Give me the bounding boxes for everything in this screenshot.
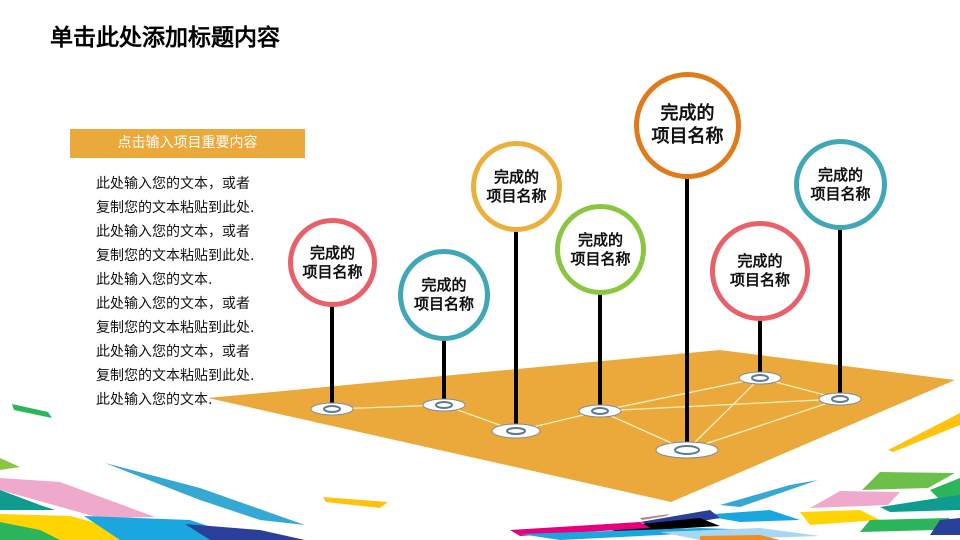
milestone-bubble-4[interactable]: 完成的 项目名称 [555,204,646,295]
milestone-bubble-3[interactable]: 完成的 项目名称 [471,141,562,232]
milestone-bubble-5[interactable]: 完成的 项目名称 [634,72,741,179]
milestone-bubble-7[interactable]: 完成的 项目名称 [794,139,887,230]
stem-bases [310,371,862,459]
decorative-stripes-right [510,413,960,540]
milestone-line2: 项目名称 [570,249,631,268]
milestone-line1: 完成的 [737,252,783,271]
milestone-line1: 完成的 [660,103,715,124]
body-text-block[interactable]: 此处输入您的文本，或者 复制您的文本粘贴到此处. 此处输入您的文本，或者 复制您… [96,172,296,412]
body-line: 此处输入您的文本，或者 [96,344,250,360]
page-title[interactable]: 单击此处添加标题内容 [50,25,280,51]
body-line: 复制您的文本粘贴到此处. [96,368,255,384]
milestone-line1: 完成的 [421,276,467,295]
milestone-line2: 项目名称 [302,262,363,281]
milestone-line2: 项目名称 [486,186,547,205]
body-line: 此处输入您的文本. [96,272,213,288]
stems [330,177,842,450]
platform [208,350,955,502]
milestone-line2: 项目名称 [810,184,871,203]
body-line: 此处输入您的文本. [96,392,213,408]
milestone-line2: 项目名称 [729,271,790,289]
milestone-bubble-6[interactable]: 完成的 项目名称 [710,221,810,321]
milestone-bubble-2[interactable]: 完成的 项目名称 [398,249,490,341]
body-line: 复制您的文本粘贴到此处. [96,200,255,216]
body-line: 复制您的文本粘贴到此处. [96,248,255,264]
decorative-stripes-left [0,404,388,540]
content-header-bar[interactable]: 点击输入项目重要内容 [70,129,305,158]
body-line: 此处输入您的文本，或者 [96,176,250,192]
milestone-line2: 项目名称 [413,295,474,313]
milestone-line1: 完成的 [493,167,539,186]
milestone-line2: 项目名称 [651,125,724,147]
body-line: 此处输入您的文本，或者 [96,224,250,240]
milestone-line1: 完成的 [817,165,863,184]
body-line: 复制您的文本粘贴到此处. [96,320,255,336]
milestone-bubble-1[interactable]: 完成的 项目名称 [288,218,377,307]
body-line: 此处输入您的文本，或者 [96,296,250,312]
milestone-line1: 完成的 [309,243,355,262]
milestone-line1: 完成的 [577,230,623,249]
